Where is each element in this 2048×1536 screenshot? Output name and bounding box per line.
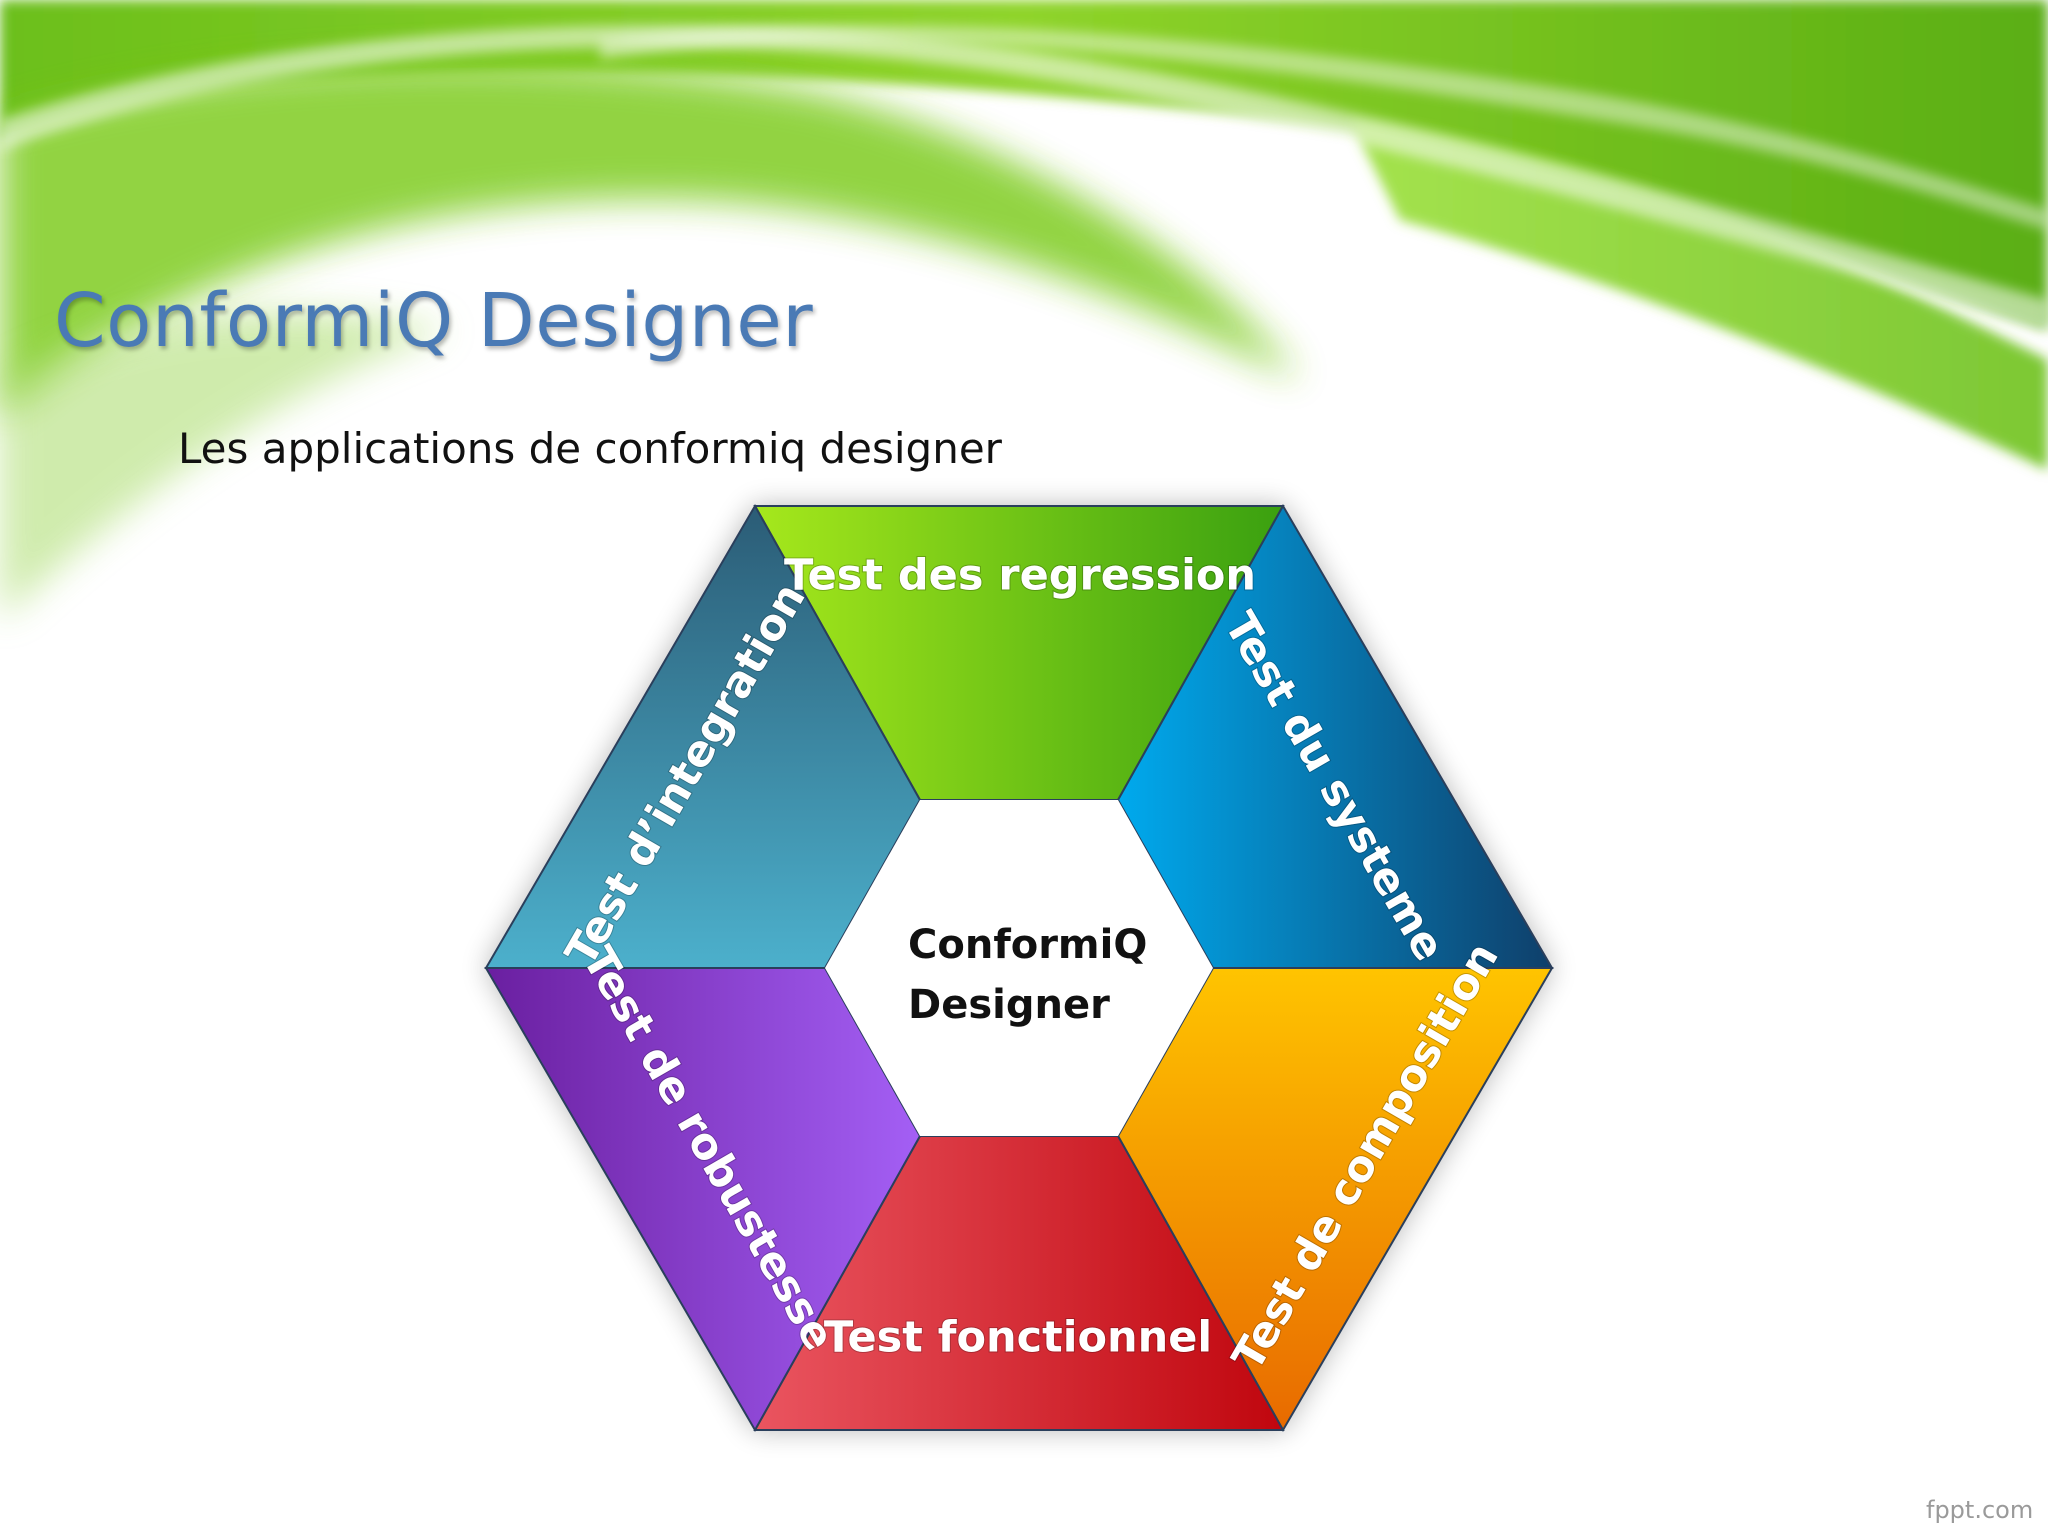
center-hexagon [825, 800, 1213, 1136]
watermark-text: fppt.com [1926, 1496, 2034, 1524]
label-regression: Test des regression [784, 551, 1256, 601]
slide-subtitle: Les applications de conformiq designer [178, 424, 1002, 473]
slide-title: ConformiQ Designer [54, 278, 814, 364]
label-fonctionnel: Test fonctionnel [824, 1313, 1212, 1363]
center-label-line2: Designer [908, 982, 1110, 1028]
center-label-line1: ConformiQ [908, 922, 1147, 968]
